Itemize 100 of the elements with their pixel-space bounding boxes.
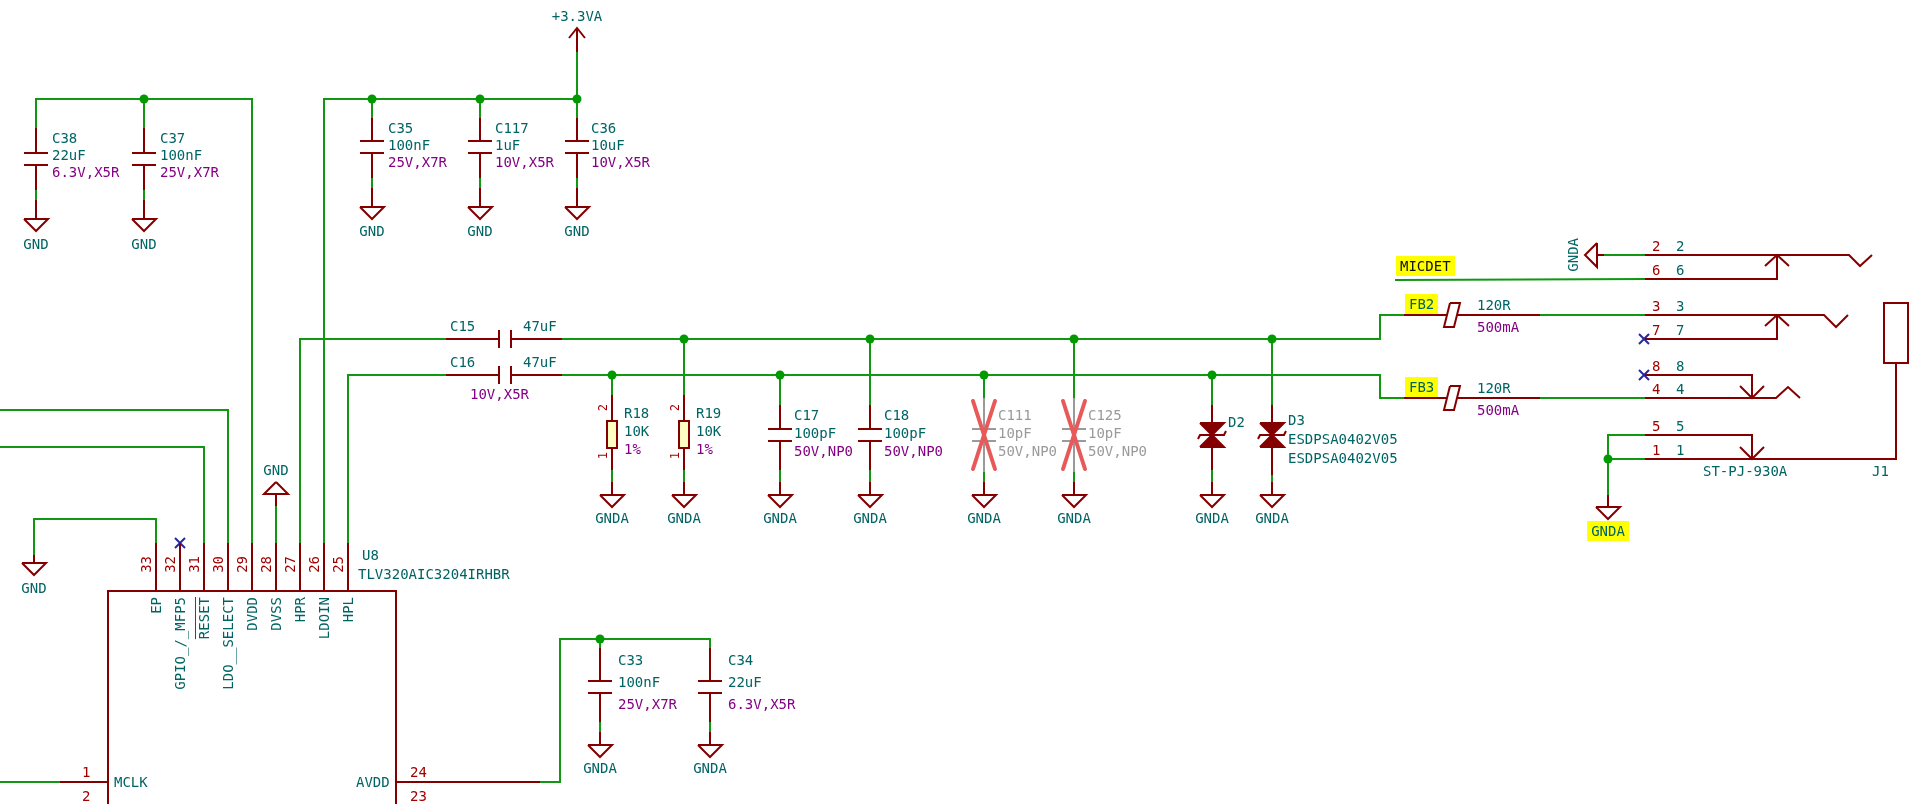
wire — [983, 471, 985, 483]
wire — [709, 721, 711, 733]
ground-label: GNDA — [667, 510, 701, 526]
component-value: 100nF — [618, 674, 661, 690]
wire — [1394, 278, 1646, 281]
reference-designator: C117 — [495, 120, 529, 136]
pin-number: 24 — [410, 764, 427, 780]
component-value: 22uF — [52, 147, 86, 163]
component-value: ESDPSA0402V05 — [1288, 450, 1398, 466]
pin-number: 30 — [210, 556, 226, 573]
component-value: 120R — [1477, 380, 1511, 396]
pin-number: 31 — [186, 556, 202, 573]
component-value: 22uF — [728, 674, 762, 690]
ground-label: GNDA — [1565, 238, 1581, 272]
reference-designator: C37 — [160, 130, 186, 146]
part-number: TLV320AIC3204IRHBR — [358, 566, 510, 582]
pin-number: 1 — [1652, 442, 1661, 458]
ground-label: GNDA — [1255, 510, 1289, 526]
pin-number: 8 — [1676, 358, 1685, 374]
pin-name: MCLK — [114, 774, 148, 790]
reference-designator: C33 — [618, 652, 644, 668]
pin-number: 1 — [1676, 442, 1685, 458]
component-rating: 1% — [696, 441, 713, 457]
ground-label: GNDA — [763, 510, 797, 526]
wire — [1211, 469, 1213, 483]
wire — [0, 446, 205, 544]
component-rating: 500mA — [1477, 402, 1520, 418]
part-number: ST-PJ-930A — [1703, 463, 1788, 479]
component-rating: 10V,X5R — [591, 154, 650, 170]
wire — [371, 177, 373, 189]
pin-number: 29 — [234, 556, 250, 573]
component-value: 10K — [696, 423, 722, 439]
pin-number: 5 — [1652, 418, 1661, 434]
reference-designator: J1 — [1872, 463, 1889, 479]
pin-number: 4 — [1652, 381, 1661, 397]
pin-number: 28 — [258, 556, 274, 573]
pin-number: 23 — [410, 788, 427, 804]
pin-name: DVSS — [268, 597, 284, 631]
pin-name: EP — [148, 597, 164, 614]
wire — [479, 177, 481, 189]
pin-name: RESET — [196, 597, 212, 640]
pin-number: 27 — [282, 556, 298, 573]
pin-number: 25 — [330, 556, 346, 573]
component-value: 10pF — [998, 425, 1032, 441]
component-rating: 25V,X7R — [618, 696, 677, 712]
ground-label: GND — [21, 580, 47, 596]
pin-number: 1 — [669, 452, 681, 460]
ground-label: GNDA — [1057, 510, 1091, 526]
component-rating: 500mA — [1477, 319, 1520, 335]
pin-number: 2 — [1652, 238, 1661, 254]
component-rating: 10V,X5R — [470, 386, 529, 402]
pin-number: 2 — [669, 404, 681, 412]
pin-name: AVDD — [356, 774, 390, 790]
wire — [0, 409, 229, 544]
ground-label: GNDA — [853, 510, 887, 526]
wire — [1539, 397, 1646, 399]
component-rating: 6.3V,X5R — [52, 164, 120, 180]
reference-designator: C16 — [450, 354, 476, 370]
component-value: 100nF — [388, 137, 431, 153]
component-rating: 1% — [624, 441, 641, 457]
pin-number: 2 — [1676, 238, 1685, 254]
reference-designator: D2 — [1228, 414, 1245, 430]
reference-designator: C36 — [591, 120, 617, 136]
component-rating: 50V,NP0 — [884, 443, 943, 459]
component-rating: 25V,X7R — [388, 154, 447, 170]
wire — [683, 469, 685, 483]
wire — [35, 189, 37, 201]
ground-label: GNDA — [583, 760, 617, 776]
pin-number: 2 — [82, 788, 91, 804]
reference-designator: C15 — [450, 318, 476, 334]
reference-designator: C125 — [1088, 407, 1122, 423]
reference-designator: C38 — [52, 130, 78, 146]
reference-designator: U8 — [362, 547, 379, 563]
component-value: 100pF — [884, 425, 927, 441]
component-value: 47uF — [523, 354, 557, 370]
wire — [779, 469, 781, 483]
ground-label: GND — [359, 223, 385, 239]
component-rating: 50V,NP0 — [794, 443, 853, 459]
pin-number: 7 — [1676, 322, 1685, 338]
pin-number: 4 — [1676, 381, 1685, 397]
ground-label: GNDA — [693, 760, 727, 776]
reference-designator: C34 — [728, 652, 754, 668]
reference-designator: C17 — [794, 407, 820, 423]
reference-designator: R18 — [624, 405, 650, 421]
pin-number: 2 — [597, 404, 609, 412]
component-value: 10pF — [1088, 425, 1122, 441]
pin-number: 5 — [1676, 418, 1685, 434]
component-value: ESDPSA0402V05 — [1288, 431, 1398, 447]
component-value: 100pF — [794, 425, 837, 441]
reference-designator: FB3 — [1405, 377, 1439, 397]
pin-number: 7 — [1652, 322, 1661, 338]
pin-number: 3 — [1652, 298, 1661, 314]
pin-name: HPL — [340, 597, 356, 623]
component-value: 10uF — [591, 137, 625, 153]
component-value: 10K — [624, 423, 650, 439]
reference-designator: FB2 — [1405, 294, 1439, 314]
pin-name: LDO__SELECT — [220, 597, 236, 690]
ground-label: GNDA — [1587, 521, 1629, 541]
component-rating: 6.3V,X5R — [728, 696, 796, 712]
ground-label: GND — [263, 462, 289, 478]
